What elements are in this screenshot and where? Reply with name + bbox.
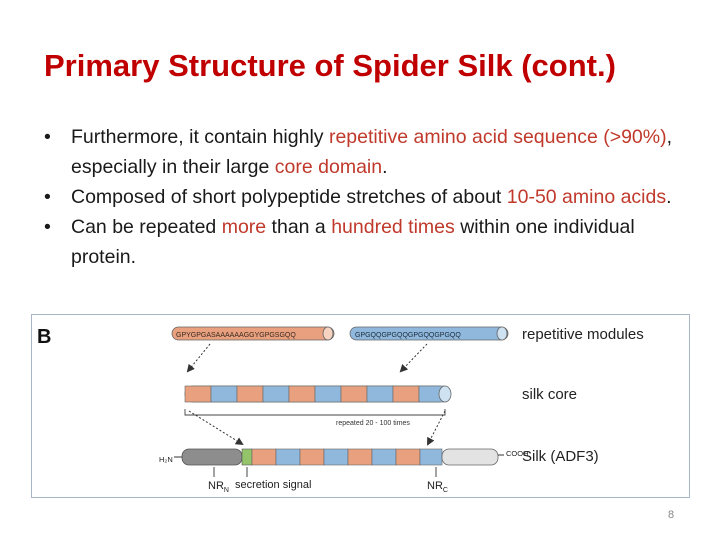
silk-core-chain [184, 385, 452, 403]
label-cooh: COOH [506, 449, 529, 458]
bullet-1-text-mid: , especially in their large [71, 126, 673, 178]
module-sequence-1: GPYGPGASAAAAAAGGYGPGSGQQ [176, 332, 296, 339]
bullet-dot: • [44, 126, 51, 148]
panel-label: B [37, 326, 51, 348]
module-blue [349, 326, 509, 341]
bullet-1-highlight-2: core domain [274, 156, 383, 178]
bullet-2-highlight: 10-50 amino acids [506, 186, 667, 208]
repeat-note: repeated 20 - 100 times [336, 420, 410, 427]
bullet-2-text-end: . [666, 186, 672, 208]
silk-structure-figure: B GPYGPGASAAAAAAGGYGPGSGQQ GPGQQGPGQQGPG… [31, 314, 690, 498]
repeat-bracket [184, 409, 446, 416]
label-nr-c: NRC [427, 480, 448, 494]
bullet-3-text-end: within one individual protein. [71, 216, 635, 268]
bullet-3-highlight-1: more [221, 216, 267, 238]
label-silk-core: silk core [522, 386, 577, 403]
label-h2n: H₂N [159, 455, 173, 464]
bullet-item-2: • Composed of short polypeptide stretches… [44, 182, 694, 212]
label-nr-n: NRN [208, 480, 229, 494]
bullet-item-1: • Furthermore, it contain highly repetiti… [44, 122, 694, 182]
arrow-orange-module [186, 343, 211, 373]
bullet-3-highlight-2: hundred times [331, 216, 455, 238]
slide-title: Primary Structure of Spider Silk (cont.) [44, 48, 616, 83]
bullet-list: • Furthermore, it contain highly repetiti… [44, 122, 694, 272]
page-number: 8 [668, 509, 675, 521]
bullet-1-text-end: . [382, 156, 388, 178]
arrow-blue-module [399, 343, 428, 373]
label-repetitive-modules: repetitive modules [522, 326, 644, 343]
bullet-1-highlight-1: repetitive amino acid sequence (>90%) [328, 126, 667, 148]
bullet-item-3: • Can be repeated more than a hundred tim… [44, 212, 694, 272]
bullet-dot: • [44, 186, 51, 208]
arrow-core-right [427, 410, 446, 446]
bullet-3-text: Can be repeated [71, 216, 222, 238]
label-silk-adf3: Silk (ADF3) [522, 448, 599, 465]
silk-protein-chain [181, 448, 499, 466]
arrow-core-left [188, 410, 244, 446]
module-orange [171, 326, 335, 341]
bullet-3-text-mid: than a [266, 216, 332, 238]
bullet-1-text: Furthermore, it contain highly [71, 126, 329, 148]
bullet-dot: • [44, 216, 51, 238]
bullet-2-text: Composed of short polypeptide stretches … [71, 186, 507, 208]
silk-structure-diagram: B GPYGPGASAAAAAAGGYGPGSGQQ GPGQQGPGQQGPG… [37, 326, 644, 494]
module-sequence-2: GPGQQGPGQQGPGQQGPGQQ [355, 332, 461, 339]
label-secretion-signal: secretion signal [235, 479, 311, 491]
